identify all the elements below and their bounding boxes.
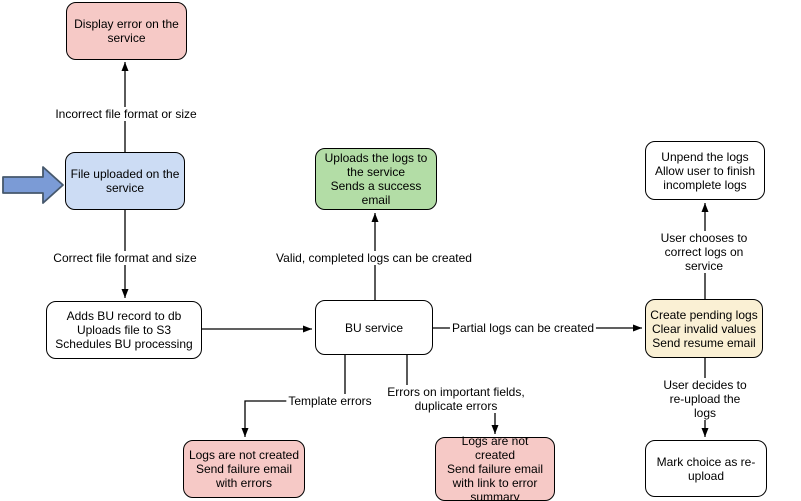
node-bu-service: BU service <box>315 300 433 355</box>
node-file-uploaded: File uploaded on the service <box>65 152 185 210</box>
edge-label-template-errors: Template errors <box>286 394 374 408</box>
node-display-error: Display error on the service <box>66 2 187 60</box>
node-adds-bu-record: Adds BU record to db Uploads file to S3 … <box>46 301 202 359</box>
node-upload-logs-success: Uploads the logs to the service Sends a … <box>315 148 437 210</box>
node-logs-not-created-summary: Logs are not created Send failure email … <box>435 434 555 501</box>
node-create-pending-logs: Create pending logs Clear invalid values… <box>645 299 763 358</box>
node-mark-choice-reupload: Mark choice as re- upload <box>645 440 767 497</box>
edge-label-user-reupload: User decides to re-upload the logs <box>657 378 753 420</box>
input-arrow-icon <box>2 166 64 204</box>
node-logs-not-created-errors: Logs are not created Send failure email … <box>183 440 305 498</box>
edge-label-incorrect-file: Incorrect file format or size <box>53 107 199 121</box>
edge-label-valid-logs: Valid, completed logs can be created <box>274 251 474 265</box>
edge-label-user-correct: User chooses to correct logs on service <box>655 231 753 273</box>
edge-label-partial-logs: Partial logs can be created <box>449 321 597 335</box>
node-unpend-logs: Unpend the logs Allow user to finish inc… <box>645 141 765 200</box>
edge-label-correct-file: Correct file format and size <box>51 251 199 265</box>
edge-label-important-errors: Errors on important fields, duplicate er… <box>385 385 527 413</box>
